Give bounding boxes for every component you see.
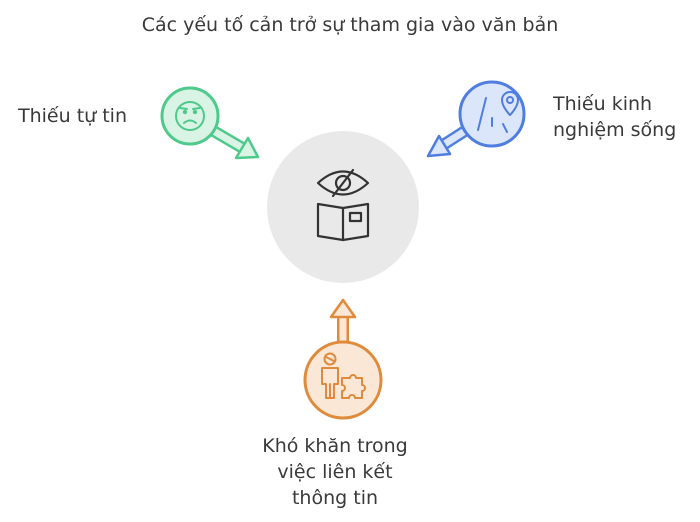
factor-lack-of-life-experience [426,80,526,158]
eye-book-icon [316,168,370,242]
center-node [267,131,419,283]
sad-face-icon [175,101,205,131]
person-puzzle-icon [321,352,366,399]
factor-lack-of-confidence [160,86,260,160]
label-difficulty-linking-information: Khó khăn trong việc liên kết thông tin [230,433,440,511]
label-line: thông tin [291,487,379,509]
label-line: nghiệm sống [553,119,677,141]
map-pin-road-icon [477,91,519,133]
label-lack-of-life-experience: Thiếu kinh nghiệm sống [553,91,676,143]
factor-difficulty-linking-information [303,298,383,420]
label-lack-of-confidence: Thiếu tự tin [18,105,127,127]
label-line: việc liên kết [277,461,393,483]
label-line: Khó khăn trong [262,435,408,457]
diagram-title: Các yếu tố cản trở sự tham gia vào văn b… [141,14,559,36]
label-line: Thiếu kinh [553,93,653,115]
